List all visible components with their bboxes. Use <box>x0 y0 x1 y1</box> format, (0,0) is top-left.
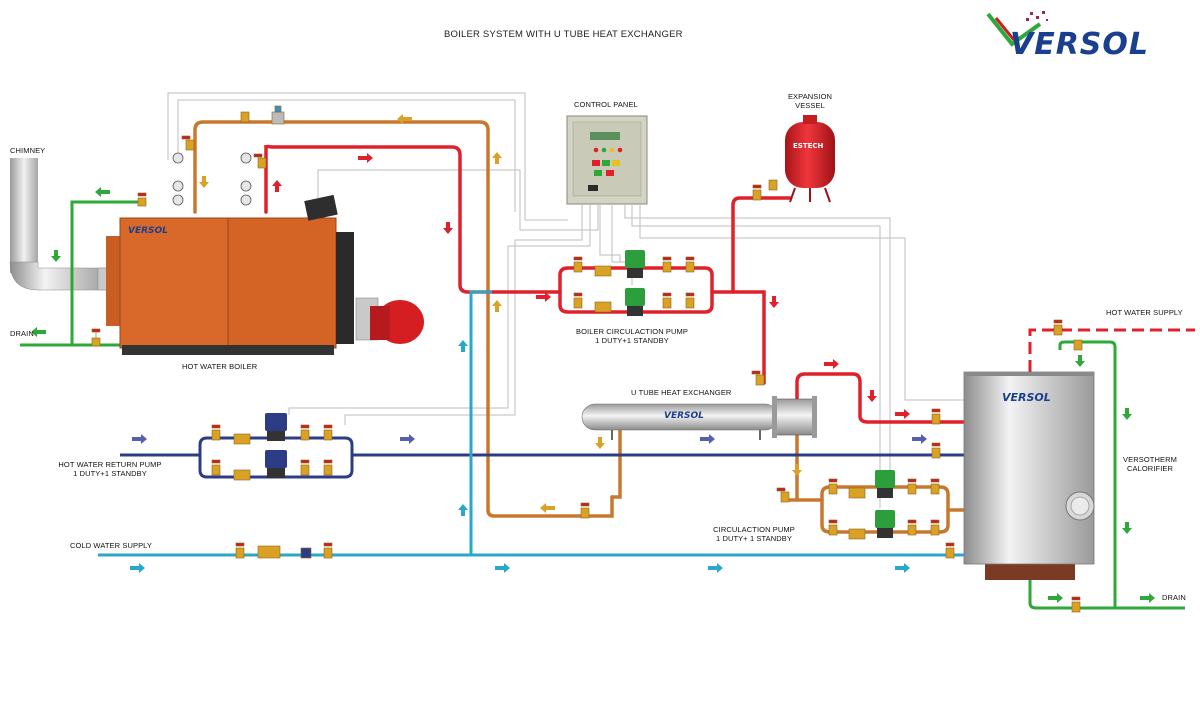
diagram-title: BOILER SYSTEM WITH U TUBE HEAT EXCHANGER <box>444 29 683 40</box>
boiler-circulation-pumps <box>625 250 645 316</box>
label-boiler-pump: BOILER CIRCULACTION PUMP 1 DUTY+1 STANDB… <box>562 327 702 345</box>
label-calorifier-line1: VERSOTHERM <box>1123 455 1177 464</box>
u-tube-heat-exchanger <box>581 396 817 440</box>
label-expansion-vessel-line1: EXPANSION <box>787 92 833 101</box>
circulation-pumps <box>875 470 895 538</box>
label-drain-right: DRAIN <box>1162 593 1186 602</box>
hot-water-return-pumps <box>265 413 287 478</box>
calorifier-brand-badge: VERSOL <box>1002 391 1051 404</box>
label-drain-left: DRAIN <box>10 329 34 338</box>
label-boiler-pump-line1: BOILER CIRCULACTION PUMP <box>576 327 688 336</box>
boiler-pipework <box>193 120 792 518</box>
label-expansion-vessel-line2: VESSEL <box>795 101 825 110</box>
exchanger-brand-badge: VERSOL <box>664 411 704 421</box>
expansion-vessel-brand: ESTECH <box>793 142 824 150</box>
label-expansion-vessel: EXPANSION VESSEL <box>785 92 835 110</box>
versol-logo-text: VERSOL <box>1010 27 1150 62</box>
hot-water-return-pipework <box>120 436 965 479</box>
label-hot-water-supply: HOT WATER SUPPLY <box>1106 308 1183 317</box>
valves <box>91 105 1083 613</box>
chimney <box>9 158 119 291</box>
label-u-tube-heat-exchanger: U TUBE HEAT EXCHANGER <box>631 388 732 397</box>
control-wiring <box>167 92 965 508</box>
label-hot-water-return-pump: HOT WATER RETURN PUMP 1 DUTY+1 STANDBY <box>55 460 165 478</box>
control-panel <box>566 115 648 205</box>
exchanger-secondary-pipework <box>610 372 967 534</box>
label-control-panel: CONTROL PANEL <box>574 100 638 109</box>
versol-logo-mark <box>986 11 1048 47</box>
drain-line-left <box>20 200 140 347</box>
hot-water-supply-pipework <box>1028 328 1195 610</box>
label-versotherm-calorifier: VERSOTHERM CALORIFIER <box>1120 455 1180 473</box>
label-circ-pump-line1: CIRCULACTION PUMP <box>713 525 795 534</box>
boiler-brand-badge: VERSOL <box>128 226 168 236</box>
label-circulation-pump: CIRCULACTION PUMP 1 DUTY+ 1 STANDBY <box>700 525 808 543</box>
hot-water-boiler <box>106 194 424 355</box>
pressure-gauges <box>172 152 252 206</box>
flow-arrows <box>31 114 1155 603</box>
label-chimney: CHIMNEY <box>10 146 46 155</box>
label-hot-water-boiler: HOT WATER BOILER <box>182 362 258 371</box>
label-hw-return-line2: 1 DUTY+1 STANDBY <box>73 469 147 478</box>
label-calorifier-line2: CALORIFIER <box>1126 464 1173 473</box>
label-cold-water-supply: COLD WATER SUPPLY <box>70 541 152 550</box>
expansion-vessel <box>785 115 835 203</box>
label-boiler-pump-line2: 1 DUTY+1 STANDBY <box>595 336 669 345</box>
label-hw-return-line1: HOT WATER RETURN PUMP <box>58 460 162 469</box>
versotherm-calorifier <box>963 371 1095 580</box>
label-circ-pump-line2: 1 DUTY+ 1 STANDBY <box>716 534 792 543</box>
